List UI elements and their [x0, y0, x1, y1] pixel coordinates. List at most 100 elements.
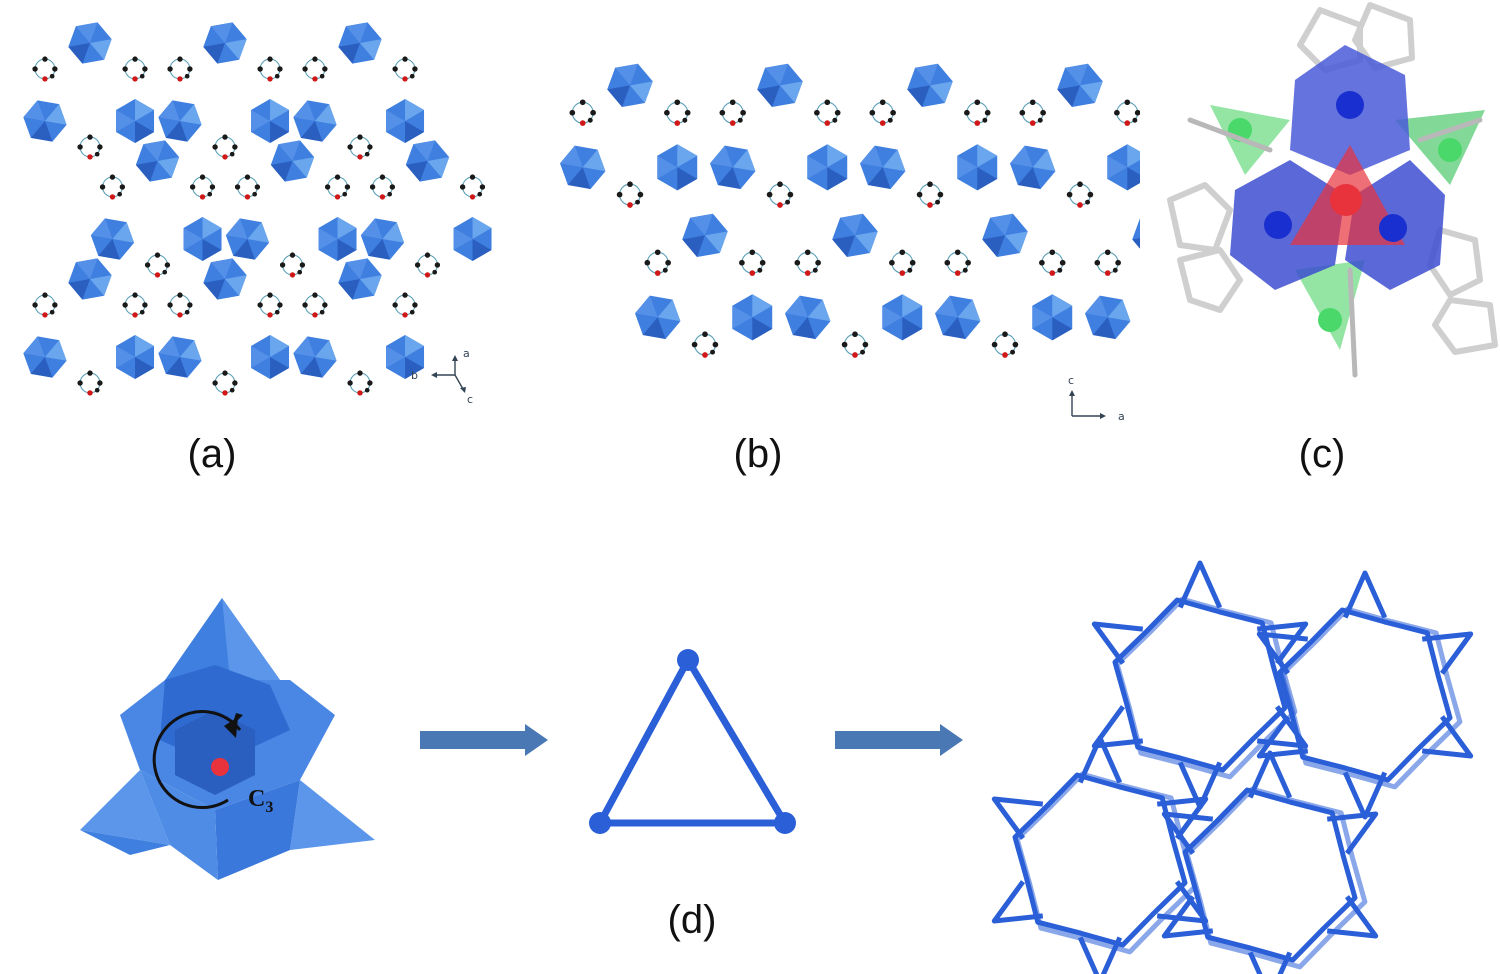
ligand-ring: [211, 133, 239, 161]
polyhedron: [903, 61, 957, 110]
polyhedron: [552, 136, 613, 198]
ligand-ring: [793, 248, 822, 277]
polyhedron: [978, 211, 1032, 260]
polyhedron: [828, 211, 882, 260]
polyhedron: [386, 335, 425, 379]
ligand-ring: [963, 98, 992, 127]
net-spike: [1256, 621, 1309, 665]
ligand-ring: [766, 180, 794, 209]
net-spike: [1256, 631, 1309, 675]
net-spike: [1326, 811, 1379, 855]
polyhedron: [16, 91, 74, 151]
ligand-ring: [663, 98, 692, 127]
ligand-ring: [256, 55, 284, 83]
polyhedron: [777, 286, 838, 348]
net-spike: [1161, 811, 1214, 855]
axis-c-label-b: c: [1068, 374, 1074, 387]
ligand-ring: [616, 180, 644, 209]
ligand-ring: [813, 98, 842, 127]
net-spike: [1247, 951, 1293, 974]
net-ring: [1184, 786, 1368, 970]
ligand-ring: [1066, 180, 1094, 209]
arrow-to-triangle: [420, 724, 548, 756]
net-ring: [1014, 771, 1198, 955]
ligand-ring: [76, 133, 104, 161]
net-spike: [1247, 750, 1293, 799]
ligand-ring: [121, 55, 149, 83]
ligand-ring: [414, 251, 441, 279]
polyhedron: [453, 217, 492, 261]
ligand-ring: [841, 330, 869, 359]
net-ring: [1114, 596, 1298, 780]
net-spike: [991, 796, 1044, 840]
ligand-ring: [1113, 98, 1140, 127]
net-spike: [1077, 936, 1123, 974]
ligand-ring: [166, 55, 194, 83]
axis-a-label: a: [463, 347, 470, 360]
polyhedron: [267, 138, 318, 184]
net-ring: [1279, 606, 1463, 790]
ligand-ring: [459, 173, 486, 201]
polyhedron: [65, 20, 115, 66]
panel-a-framework: a b c: [16, 20, 492, 406]
polyhedron: [678, 211, 732, 260]
c3-arrow-head: [224, 717, 238, 738]
polyhedron: [657, 144, 698, 191]
polyhedron: [335, 256, 385, 302]
net-spike: [1421, 715, 1474, 759]
topological-net: [991, 560, 1474, 974]
polyhedron: [1128, 211, 1140, 260]
net-spike: [1177, 560, 1223, 609]
polyhedron: [807, 144, 848, 191]
ligand-ring: [991, 330, 1019, 359]
ligand-ring: [121, 291, 149, 319]
ligand-ring: [568, 98, 597, 127]
net-spike: [1077, 735, 1123, 784]
ligand-ring: [391, 55, 419, 83]
net-spike: [1421, 631, 1474, 675]
polyhedron: [1002, 136, 1063, 198]
polyhedron: [132, 138, 183, 184]
polyhedron: [116, 99, 155, 143]
polyhedron: [927, 286, 988, 348]
net-spike: [1342, 570, 1388, 619]
ligand-ring: [234, 173, 261, 201]
ligand-ring: [144, 251, 171, 279]
panel-b-framework: c a: [552, 61, 1140, 423]
polyhedra-cluster-a: [16, 20, 492, 397]
ligand-ring: [888, 248, 917, 277]
net-spike: [1326, 895, 1379, 939]
ligand-ring: [643, 248, 672, 277]
ligand-ring: [76, 369, 104, 397]
polyhedra-cluster-b: [552, 61, 1140, 359]
ligand-ring: [324, 173, 351, 201]
polyhedron: [1032, 294, 1073, 341]
polyhedron: [318, 217, 357, 261]
axis-c-label: c: [467, 393, 473, 406]
trimer-polyhedra-unit: [80, 598, 375, 880]
ligand-ring: [391, 291, 419, 319]
ligand-ring: [1038, 248, 1067, 277]
ligand-ring: [31, 55, 59, 83]
polyhedron: [65, 256, 115, 302]
panel-c-cluster-core: [1167, 2, 1498, 378]
polyhedron: [151, 327, 209, 387]
polyhedron: [251, 335, 290, 379]
ligand-ring: [738, 248, 767, 277]
polyhedron: [251, 99, 290, 143]
polyhedron: [183, 217, 222, 261]
caption-b: (b): [733, 432, 783, 476]
polyhedron: [386, 99, 425, 143]
ligand-ring: [166, 291, 194, 319]
polyhedron: [753, 61, 807, 110]
polyhedron: [852, 136, 913, 198]
ligand-ring: [31, 291, 59, 319]
ligand-ring: [301, 291, 329, 319]
ligand-ring: [943, 248, 972, 277]
ligand-ring: [916, 180, 944, 209]
polyhedron: [286, 327, 344, 387]
axis-triad-a: a b c: [411, 347, 473, 406]
c3-label: C3: [248, 786, 273, 816]
ligand-ring: [189, 173, 216, 201]
ligand-ring: [99, 173, 126, 201]
